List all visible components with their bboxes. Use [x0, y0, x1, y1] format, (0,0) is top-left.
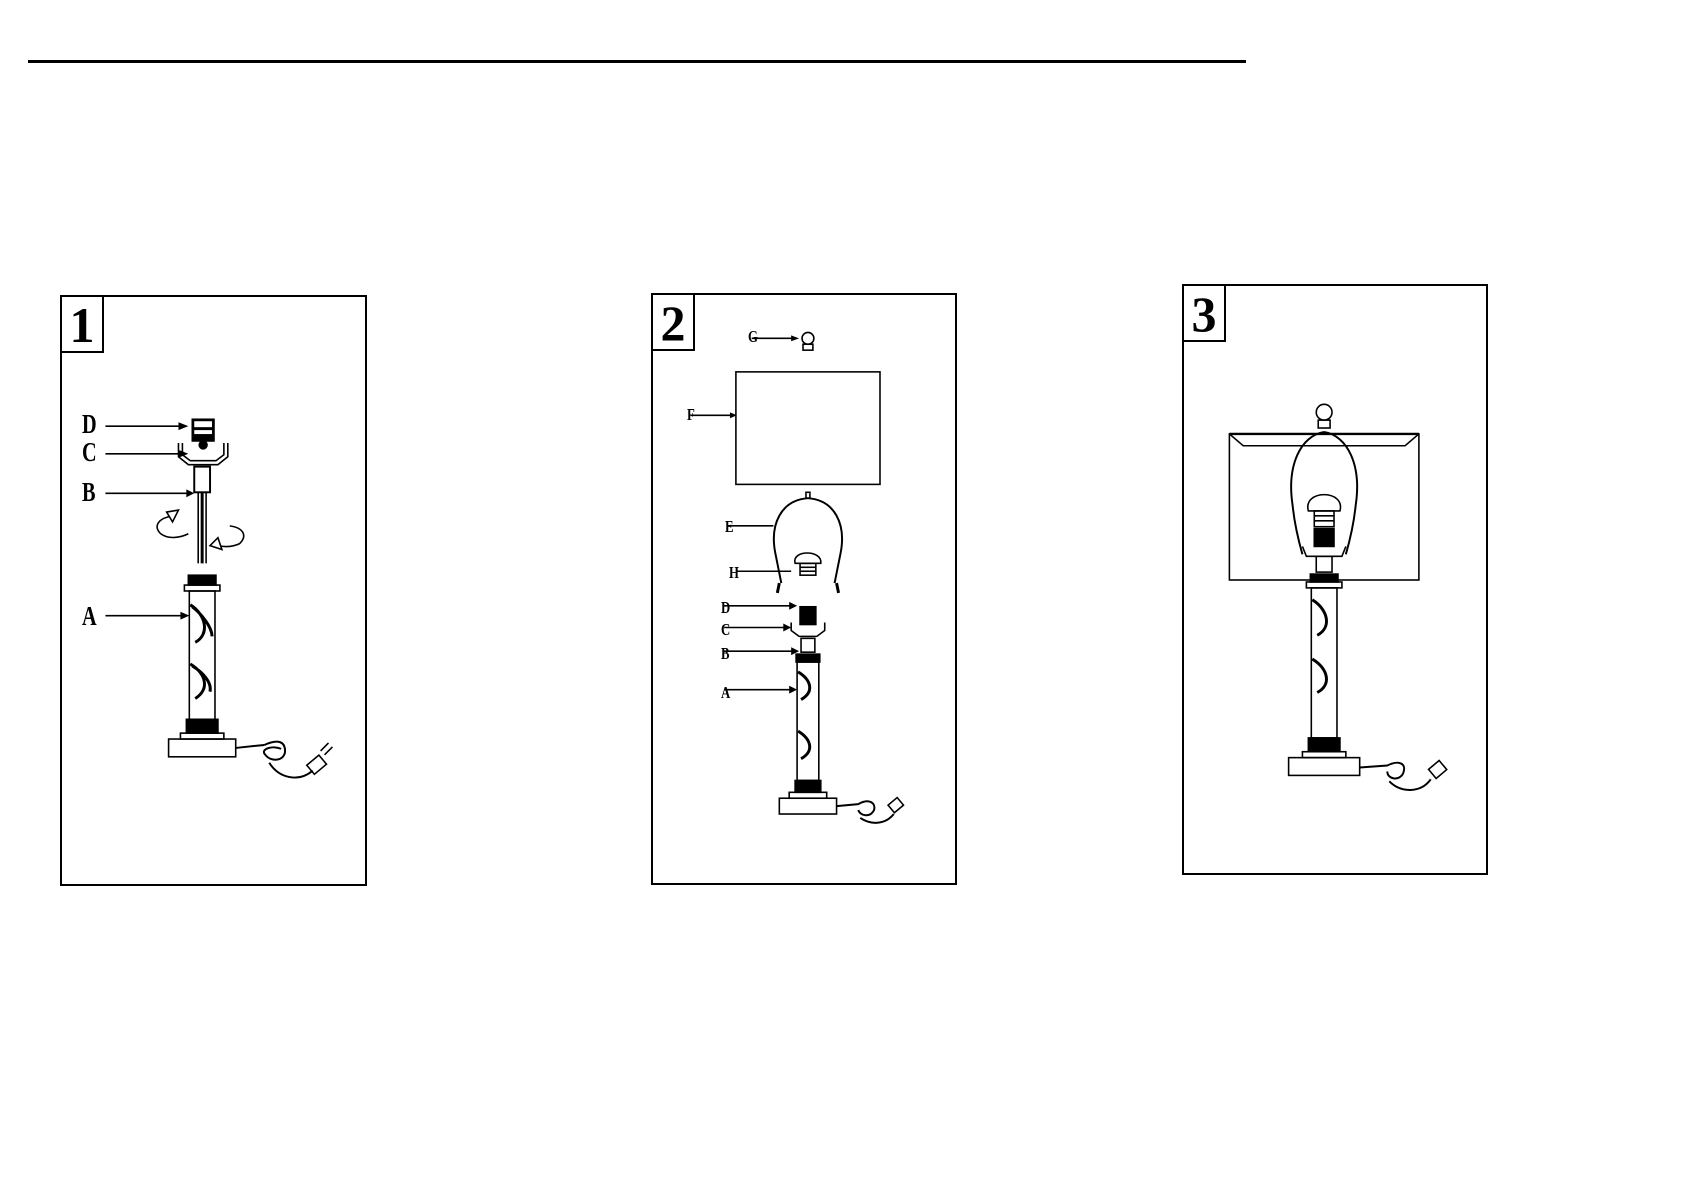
label-D: D	[721, 599, 730, 616]
finial-icon	[1316, 404, 1332, 428]
rotate-arrows-icon	[157, 510, 244, 549]
label-B: B	[82, 479, 96, 506]
lampshade-icon	[736, 372, 880, 485]
label-D: D	[82, 411, 97, 438]
step-3-diagram	[1184, 286, 1486, 873]
label-A: A	[721, 684, 730, 701]
label-H: H	[729, 564, 739, 581]
label-E: E	[725, 518, 734, 535]
label-C: C	[82, 439, 97, 466]
harp-icon	[774, 492, 842, 593]
step-3-panel: 3	[1182, 284, 1488, 875]
step-2-diagram	[653, 295, 955, 883]
label-F: F	[687, 406, 695, 423]
socket-icon	[192, 419, 214, 449]
step-1-diagram	[62, 297, 365, 884]
plug-icon	[264, 742, 333, 778]
top-rule	[28, 60, 1246, 63]
label-C: C	[721, 621, 730, 638]
step-1-panel: 1	[60, 295, 367, 886]
label-A: A	[82, 603, 97, 630]
bulb-icon	[795, 553, 821, 575]
bulb-icon	[1308, 495, 1341, 527]
finial-icon	[802, 332, 814, 350]
label-B: B	[721, 645, 730, 662]
step-2-panel: 2	[651, 293, 957, 885]
lamp-base-icon	[169, 575, 265, 757]
label-G: G	[748, 328, 758, 345]
